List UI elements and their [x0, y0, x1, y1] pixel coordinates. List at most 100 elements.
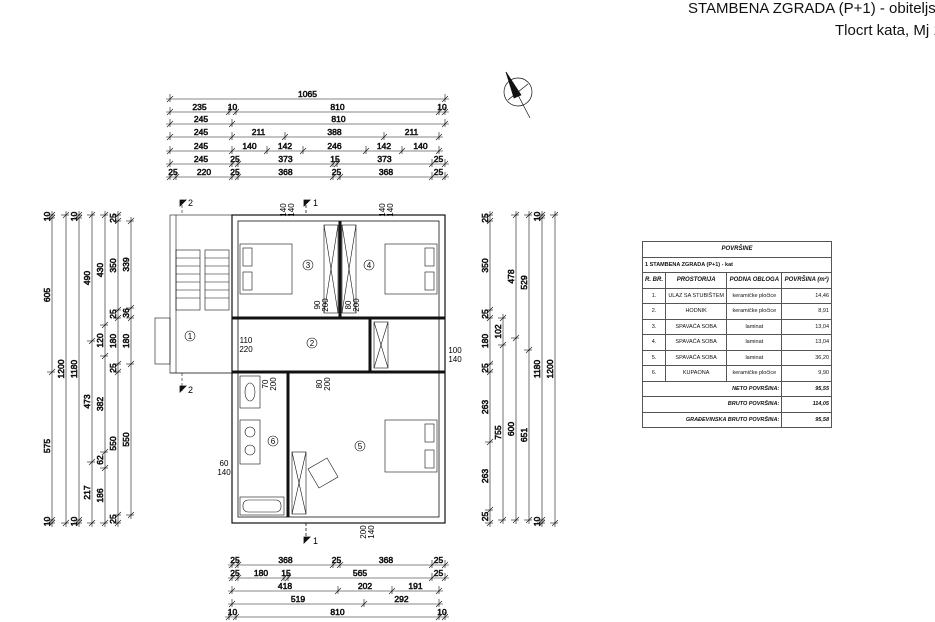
row-floor: laminat: [726, 318, 783, 335]
top-dim-3-1: 810: [331, 114, 345, 124]
open-left6-b: 140: [217, 468, 231, 477]
left-dim-6-5: 550: [108, 436, 118, 450]
top-dim-1-0: 1065: [298, 89, 317, 99]
top-dim-2-0: 235: [192, 102, 206, 112]
row-floor: keramičke pločice: [726, 287, 783, 304]
open-door3-a: 90: [313, 300, 322, 309]
row-area: 36,20: [781, 349, 832, 366]
section-mark-1-top: 1: [313, 198, 318, 208]
bottom-dim-1-2: 25: [332, 555, 342, 565]
bottom-dim-2-3: 565: [353, 568, 367, 578]
top-dim-7-2: 25: [230, 167, 240, 177]
total-label: NETO POVRŠINA:: [641, 380, 783, 397]
top-dim-5-4: 142: [377, 141, 391, 151]
left-dim-4-1: 473: [82, 394, 92, 408]
bottom-dim-5-0: 10: [228, 607, 238, 617]
total-label: GRAĐEVINSKA BRUTO POVRŠINA:: [641, 411, 783, 428]
open-bottom-b: 140: [367, 525, 376, 539]
left-dim-7-0: 339: [121, 257, 131, 271]
left-dim-2-0: 1200: [56, 359, 66, 378]
north-arrow-icon: [503, 71, 533, 119]
top-dim-4-2: 388: [327, 127, 341, 137]
bottom-dim-2-0: 25: [230, 568, 240, 578]
open-door5-a: 80: [315, 379, 324, 388]
top-dim-6-3: 15: [330, 154, 340, 164]
left-dim-5-2: 382: [95, 397, 105, 411]
row-area: 8,91: [781, 303, 832, 320]
table-total-row: NETO POVRŠINA:95,55: [641, 380, 832, 397]
stairwell: [154, 200, 233, 392]
bottom-dim-3-2: 191: [408, 581, 422, 591]
right-dim-1-6: 263: [480, 469, 490, 483]
left-dim-1-1: 605: [42, 288, 52, 302]
drawing-title: STAMBENA ZGRADA (P+1) - obiteljska: [688, 0, 935, 17]
top-dim-2-2: 810: [330, 102, 344, 112]
open-left6-a: 60: [220, 459, 229, 468]
row-num: 4.: [642, 334, 666, 351]
top-dim-3-0: 245: [194, 114, 208, 124]
bottom-dim-1-4: 25: [434, 555, 444, 565]
right-dim-2-0: 102: [493, 324, 503, 338]
room-label-3: 3: [306, 261, 311, 270]
top-dim-5-3: 246: [327, 141, 341, 151]
row-num: 6.: [642, 365, 666, 382]
room-label-6: 6: [271, 437, 276, 446]
right-dim-1-2: 25: [480, 309, 490, 319]
right-dim-5-1: 1180: [532, 360, 542, 379]
top-dim-5-0: 245: [194, 141, 208, 151]
bottom-dim-3-0: 418: [278, 581, 292, 591]
open-door3-b: 200: [321, 298, 330, 312]
bottom-dim-2-4: 25: [434, 568, 444, 578]
left-dim-6-3: 180: [108, 334, 118, 348]
row-room: ULAZ SA STUBIŠTEM: [664, 287, 728, 304]
right-dim-1-4: 25: [480, 363, 490, 373]
section-mark-2-bottom: 2: [188, 385, 193, 395]
drawing-subtitle: Tlocrt kata, Mj 1: [835, 22, 935, 39]
row-floor: laminat: [726, 349, 783, 366]
right-dim-1-7: 25: [480, 512, 490, 522]
left-dim-3-0: 10: [69, 212, 79, 222]
left-dim-4-2: 217: [82, 485, 92, 499]
left-dim-1-0: 10: [42, 212, 52, 222]
col-header-floor: PODNA OBLOGA: [726, 272, 783, 289]
open-top2-a: 140: [378, 203, 387, 217]
open-bottom-a: 200: [359, 525, 368, 539]
section-markers: [179, 199, 311, 544]
table-total-row: BRUTO POVRŠINA:114,05: [641, 396, 832, 413]
top-dim-6-2: 373: [278, 154, 292, 164]
bathroom-fixtures: [239, 375, 285, 516]
left-dim-7-1: 36: [121, 308, 131, 318]
row-num: 1.: [642, 287, 666, 304]
area-table-heading: POVRŠINE: [642, 241, 832, 258]
bottom-dim-1-3: 368: [379, 555, 393, 565]
open-door4-b: 200: [352, 298, 361, 312]
left-dim-5-3: 62: [95, 455, 105, 465]
top-dim-7-4: 25: [332, 167, 342, 177]
bottom-dim-5-2: 10: [437, 607, 447, 617]
right-dim-3-1: 600: [506, 422, 516, 436]
row-num: 3.: [642, 318, 666, 335]
building-walls: [231, 214, 446, 524]
right-dim-2-1: 755: [493, 425, 503, 439]
open-door6-a: 70: [261, 379, 270, 388]
left-dim-3-2: 10: [69, 517, 79, 527]
open-top1-a: 140: [279, 203, 288, 217]
area-table-subheading: 1 STAMBENA ZGRADA (P+1) - kat: [642, 256, 832, 273]
open-right-b: 140: [448, 355, 462, 364]
row-area: 14,46: [781, 287, 832, 304]
right-dim-4-1: 651: [519, 428, 529, 442]
room-markers: 1 2 3 4 5 6: [184, 259, 375, 452]
bottom-dim-2-2: 15: [281, 568, 291, 578]
bottom-dim-4-0: 519: [291, 594, 305, 604]
top-dim-4-0: 245: [194, 127, 208, 137]
total-label: BRUTO POVRŠINA:: [641, 396, 783, 413]
row-room: KUPAONA: [664, 365, 728, 382]
left-dim-1-2: 575: [42, 439, 52, 453]
row-floor: keramičke pločice: [726, 365, 783, 382]
table-total-row: GRAĐEVINSKA BRUTO POVRŠINA:95,58: [641, 411, 832, 428]
open-door2-a: 110: [240, 336, 253, 345]
